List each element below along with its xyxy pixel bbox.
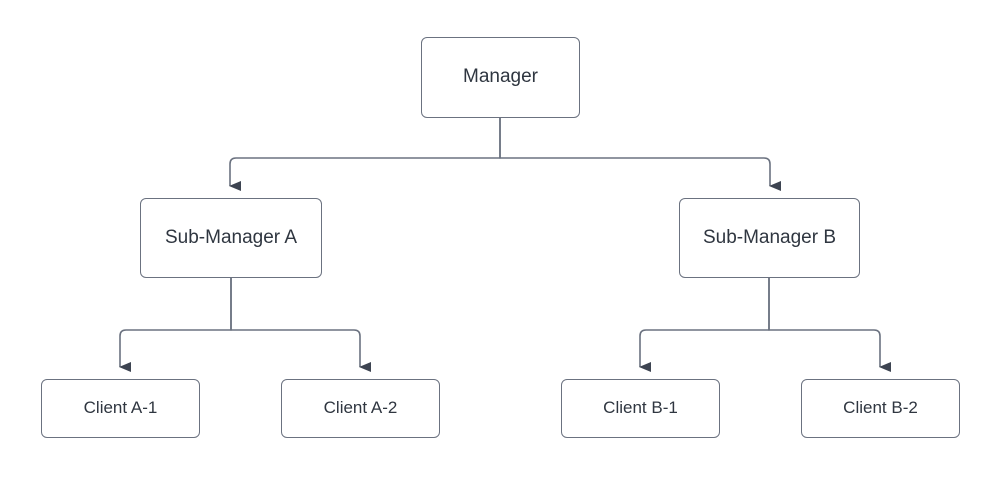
node-client-a-1[interactable]: Client A-1 [41, 379, 200, 438]
node-manager[interactable]: Manager [421, 37, 580, 118]
edge-sub-manager-a-to-client-a-1 [119, 278, 232, 372]
node-sub-manager-b-label: Sub-Manager B [702, 226, 837, 248]
node-sub-manager-b[interactable]: Sub-Manager B [679, 198, 860, 278]
edge-sub-manager-a-to-client-a-2 [230, 278, 371, 372]
node-sub-manager-a-label: Sub-Manager A [164, 226, 298, 248]
node-client-a-2-label: Client A-2 [323, 398, 398, 418]
node-client-b-2[interactable]: Client B-2 [801, 379, 960, 438]
edge-manager-to-sub-manager-a [229, 118, 501, 191]
node-client-a-2[interactable]: Client A-2 [281, 379, 440, 438]
edge-manager-to-sub-manager-b [499, 118, 781, 191]
edge-sub-manager-b-to-client-b-1 [639, 278, 770, 372]
edge-sub-manager-b-to-client-b-2 [768, 278, 891, 372]
node-manager-label: Manager [463, 66, 538, 88]
node-sub-manager-a[interactable]: Sub-Manager A [140, 198, 322, 278]
node-client-a-1-label: Client A-1 [83, 398, 158, 418]
node-client-b-1-label: Client B-1 [603, 398, 678, 418]
node-client-b-2-label: Client B-2 [843, 398, 918, 418]
node-client-b-1[interactable]: Client B-1 [561, 379, 720, 438]
